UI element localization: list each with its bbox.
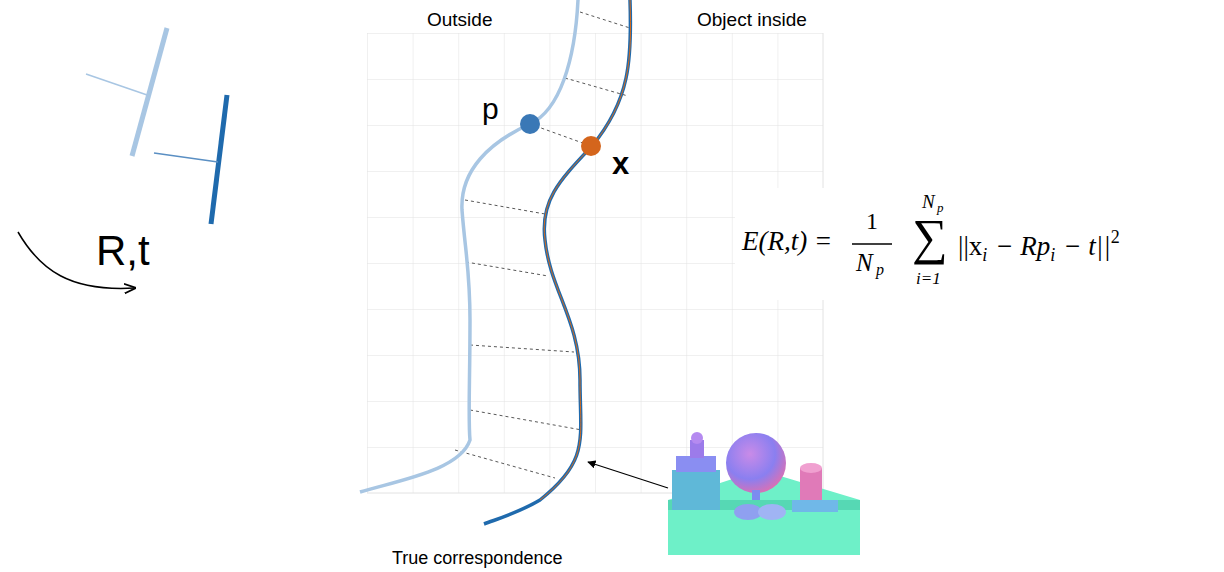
- region-label: Outside: [427, 10, 492, 29]
- equation-term: ||x: [958, 231, 982, 261]
- equation-subscript: i: [982, 245, 987, 265]
- target-overlay: [540, 0, 631, 500]
- correspondence-lines: [455, 12, 630, 478]
- fraction-bar: [852, 243, 892, 244]
- equation-sum: ∑: [912, 212, 948, 262]
- equation-term: N: [922, 192, 935, 211]
- point-label: p: [482, 94, 499, 124]
- caption-label: True correspondence: [392, 549, 562, 567]
- leader-line: [588, 462, 668, 488]
- equation-term: − Rp: [995, 231, 1050, 261]
- equation-term: E(R,t) =: [742, 228, 832, 255]
- target-curve: [484, 0, 631, 524]
- equation-term: i=1: [916, 270, 941, 287]
- point-p: [520, 114, 540, 134]
- equation-row: ||xi− Rpi− t||2: [958, 228, 1122, 264]
- transform-label: R,t: [96, 230, 150, 272]
- equation-term: 1: [866, 209, 878, 233]
- region-label: Object inside: [697, 10, 807, 29]
- point-label: x: [612, 148, 629, 179]
- equation-term: N: [856, 250, 873, 275]
- equation-term: − t||: [1063, 231, 1110, 261]
- equation-superscript: 2: [1111, 227, 1120, 247]
- point-x: [581, 136, 601, 156]
- equation-term: p: [876, 262, 884, 278]
- equation-subscript: i: [1050, 245, 1055, 265]
- object-scene: [668, 432, 860, 555]
- target-segment: [211, 95, 227, 224]
